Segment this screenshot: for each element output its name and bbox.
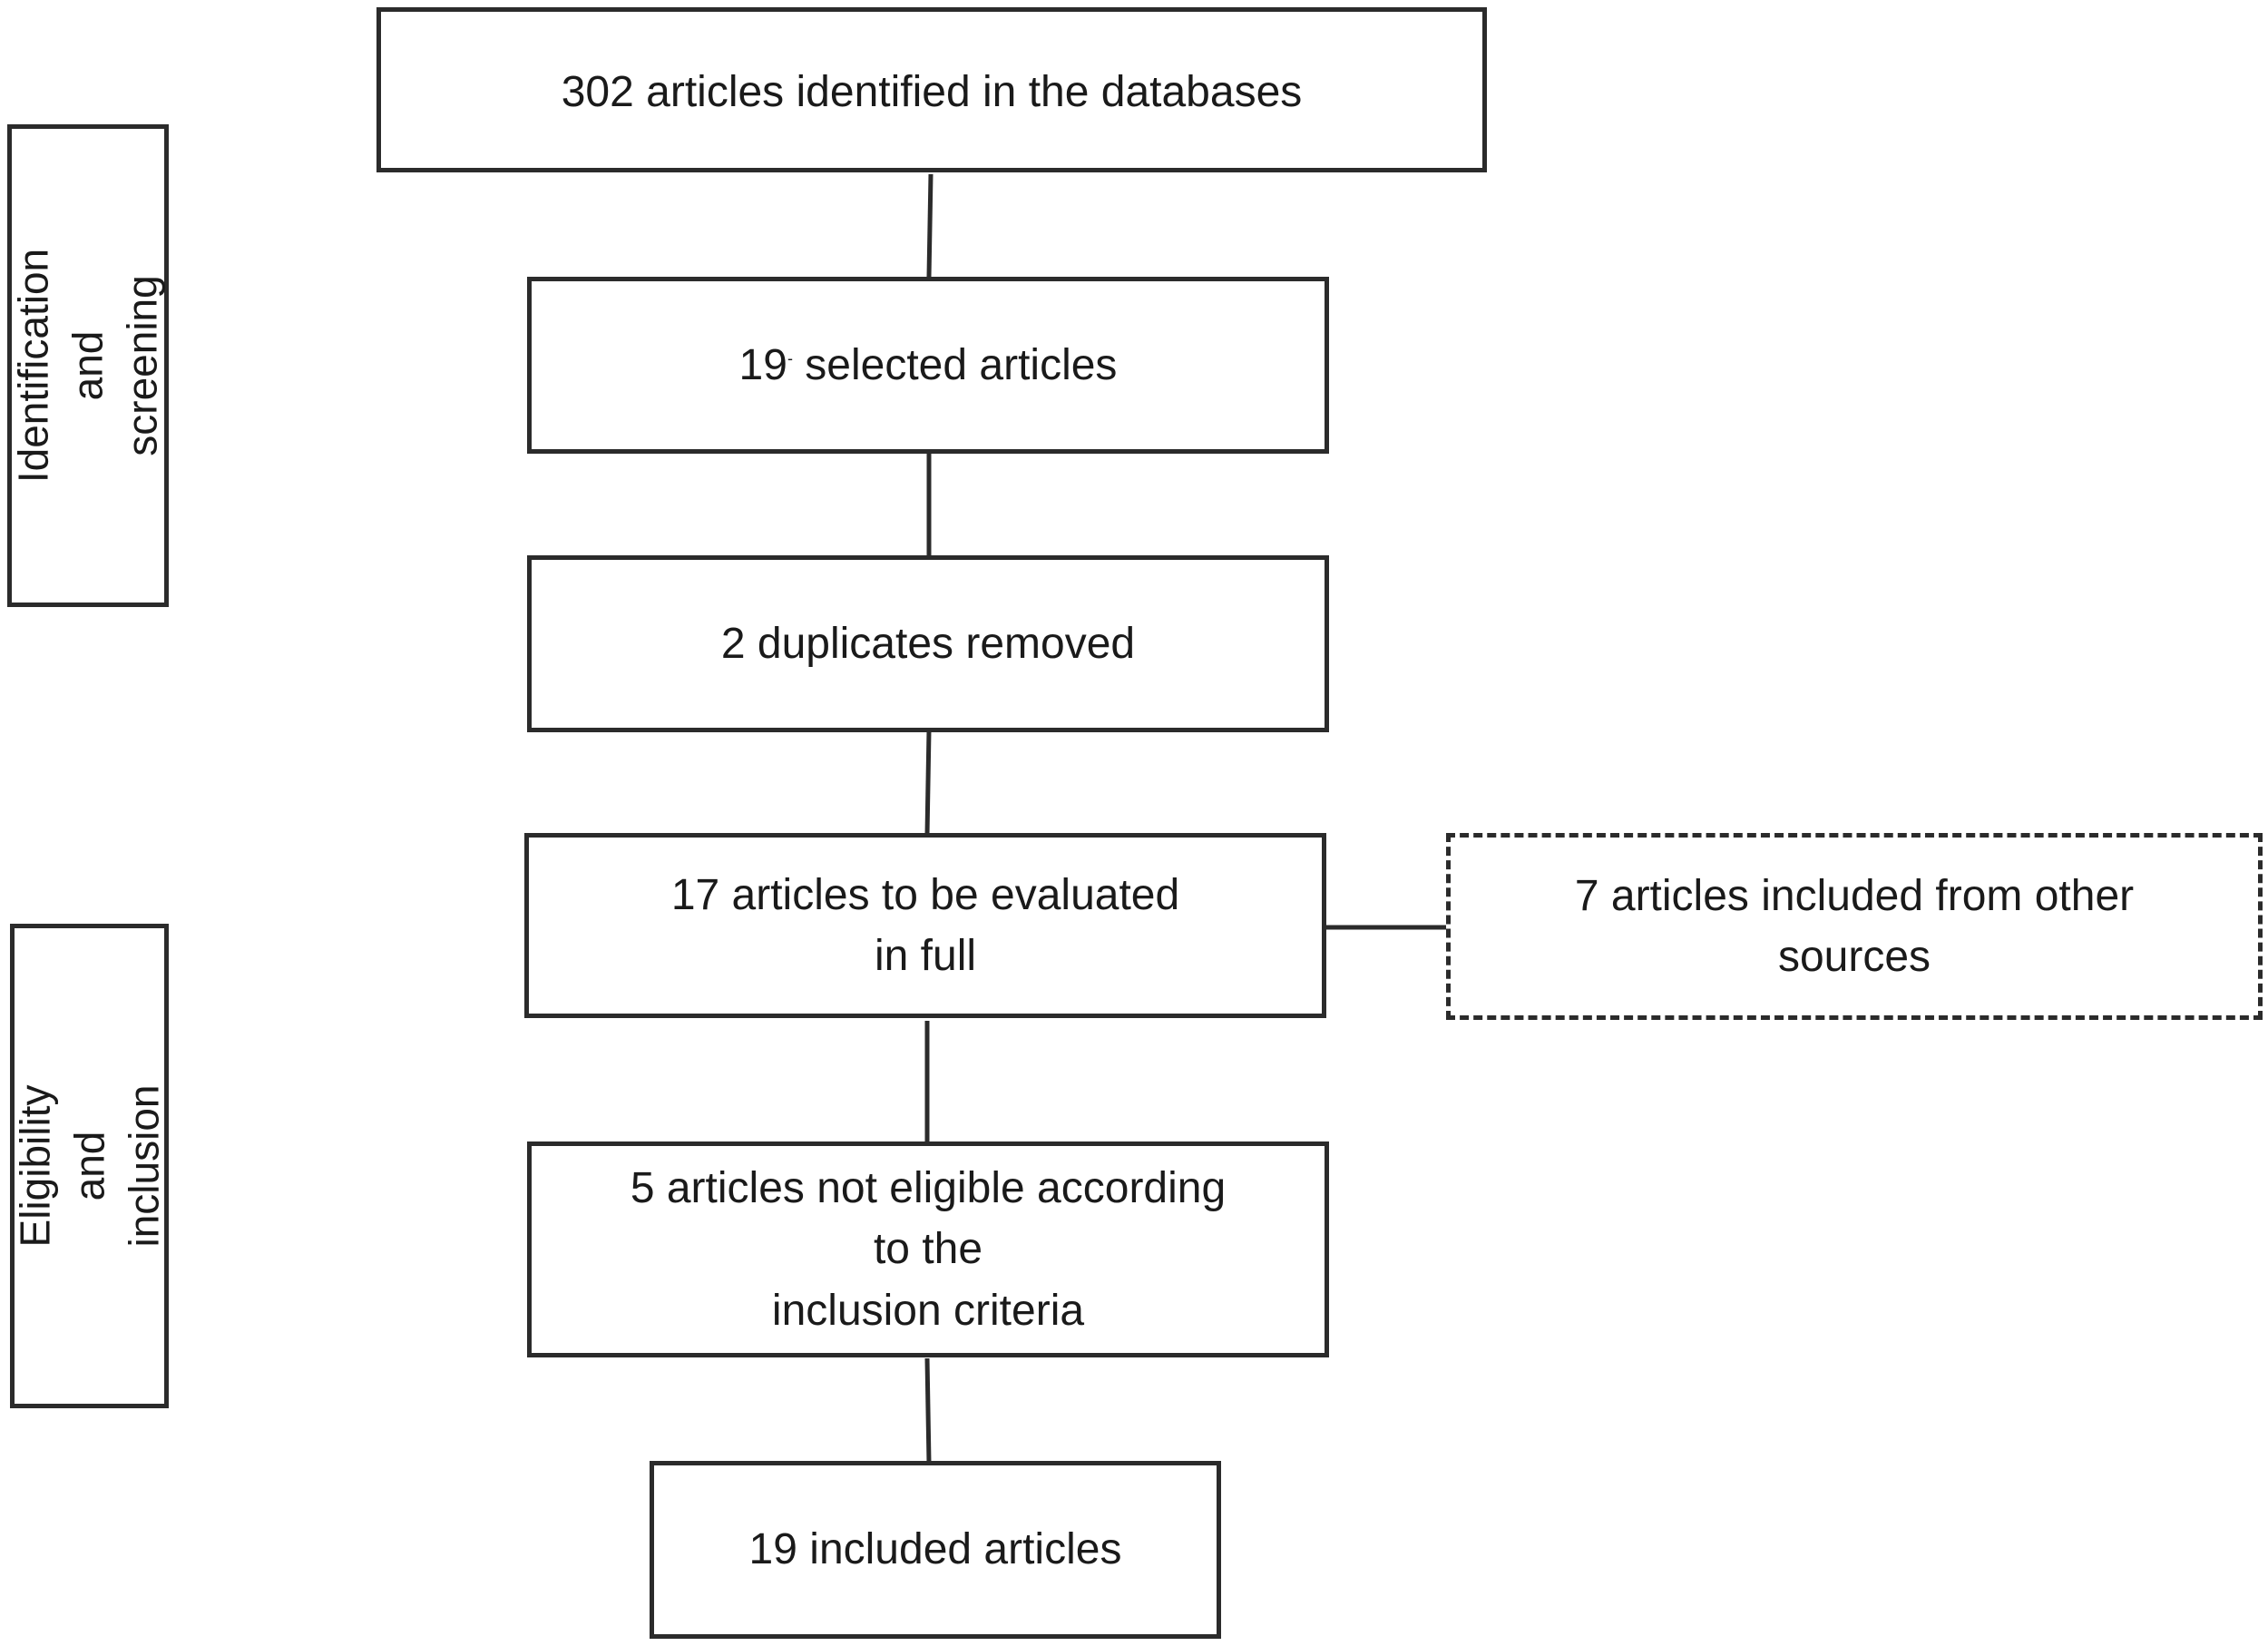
box-included-articles-text: 19 included articles <box>748 1525 1122 1574</box>
side-panel-eligibility-inclusion: Eligibility and inclusion <box>10 924 169 1408</box>
box-duplicates-removed: 2 duplicates removed <box>527 555 1329 732</box>
selected-count: 19 <box>738 340 787 389</box>
box-not-eligible-text: 5 articles not eligible according to the… <box>630 1164 1227 1335</box>
box-articles-identified: 302 articles identified in the databases <box>376 7 1487 172</box>
side-panel-identification-screening: Identification and screening <box>7 124 169 607</box>
box-not-eligible: 5 articles not eligible according to the… <box>527 1141 1329 1357</box>
box-articles-evaluated: 17 articles to be evaluated in full <box>524 833 1326 1018</box>
selected-footnote-mark: - <box>787 348 793 367</box>
connector-identified-selected <box>926 173 934 278</box>
box-duplicates-removed-text: 2 duplicates removed <box>720 619 1136 668</box>
side-label-identification-screening: Identification and screening <box>9 248 165 484</box>
box-other-sources: 7 articles included from other sources <box>1446 833 2263 1020</box>
side-label-eligibility-inclusion: Eligibility and inclusion <box>10 1084 167 1248</box>
box-included-articles: 19 included articles <box>650 1461 1221 1639</box>
connector-duplicates-evaluated <box>924 730 932 836</box>
box-selected-articles-text: 19- selected articles <box>739 335 1118 396</box>
connector-not-eligible-included <box>924 1357 932 1464</box>
box-selected-articles: 19- selected articles <box>527 277 1329 454</box>
box-articles-identified-text: 302 articles identified in the databases <box>561 68 1303 116</box>
box-other-sources-text: 7 articles included from other sources <box>1574 871 2135 981</box>
selected-label: selected articles <box>792 340 1118 389</box>
box-articles-evaluated-text: 17 articles to be evaluated in full <box>670 870 1180 980</box>
